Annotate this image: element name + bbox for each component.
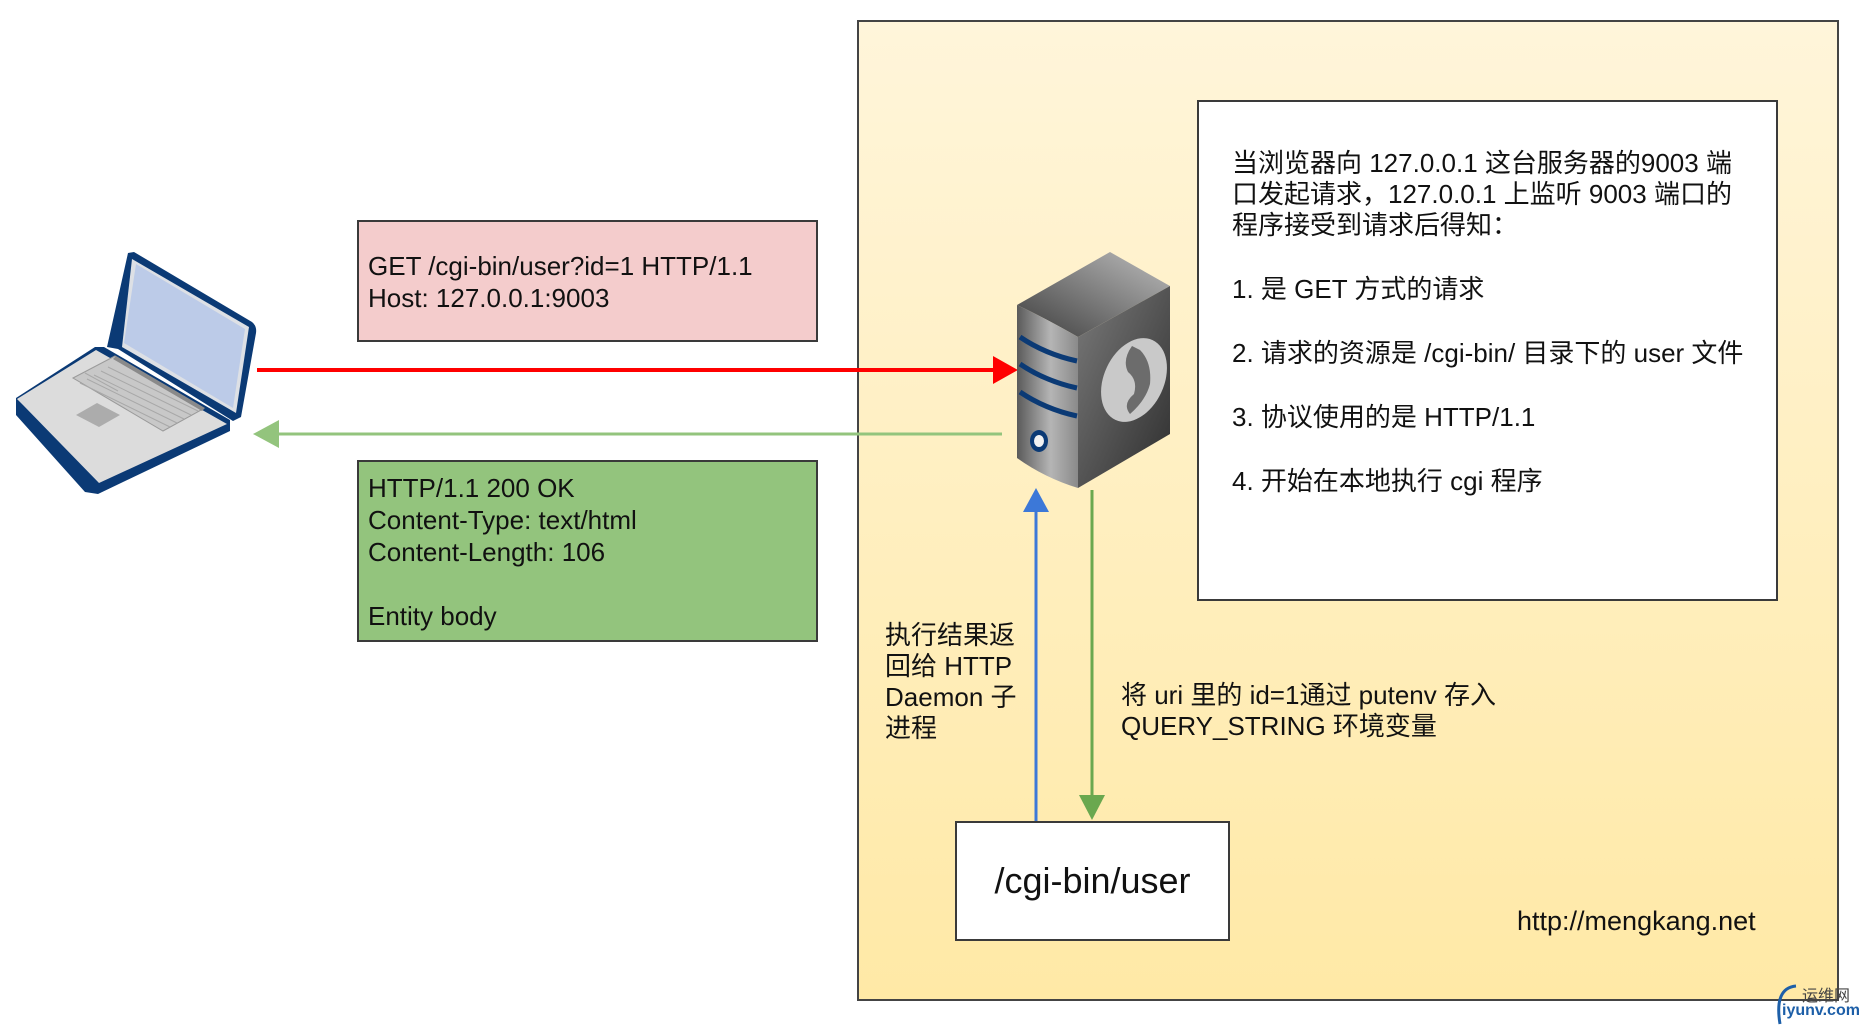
author-url[interactable]: http://mengkang.net: [1517, 906, 1756, 936]
info-item: 1. 是 GET 方式的请求: [1232, 274, 1485, 304]
return-result-arrow: [1023, 488, 1049, 821]
cgi-program-box: /cgi-bin/user: [955, 821, 1230, 941]
server-icon: [1017, 252, 1170, 488]
laptop-icon: [16, 252, 257, 494]
return-result-label: 执行结果返回给 HTTP Daemon 子进程: [885, 620, 1017, 743]
response-arrow: [253, 420, 1002, 448]
info-item: 4. 开始在本地执行 cgi 程序: [1232, 466, 1543, 496]
request-host-header: Host: 127.0.0.1:9003: [368, 283, 610, 313]
cgi-program-label: /cgi-bin/user: [994, 860, 1191, 901]
request-line: GET /cgi-bin/user?id=1 HTTP/1.1: [368, 251, 753, 281]
response-content-type: Content-Type: text/html: [368, 505, 637, 535]
request-arrow: [257, 356, 1018, 384]
watermark-cn: 运维网: [1802, 988, 1851, 1005]
putenv-arrow: [1079, 490, 1105, 820]
watermark-en: iyunv.com: [1782, 1002, 1860, 1019]
response-status-line: HTTP/1.1 200 OK: [368, 473, 575, 503]
response-blank-line: [368, 568, 816, 600]
info-item: 2. 请求的资源是 /cgi-bin/ 目录下的 user 文件: [1232, 338, 1744, 368]
watermark-logo-icon: [1777, 984, 1797, 1025]
response-content-length: Content-Length: 106: [368, 537, 606, 567]
request-message-box: GET /cgi-bin/user?id=1 HTTP/1.1 Host: 12…: [357, 220, 818, 342]
server-info-box: 当浏览器向 127.0.0.1 这台服务器的9003 端口发起请求，127.0.…: [1197, 100, 1778, 601]
watermark: 运维网 iyunv.com: [1768, 980, 1862, 1026]
putenv-label: 将 uri 里的 id=1通过 putenv 存入 QUERY_STRING 环…: [1121, 680, 1496, 741]
response-entity-body: Entity body: [368, 601, 497, 631]
response-message-box: HTTP/1.1 200 OK Content-Type: text/html …: [357, 460, 818, 642]
info-intro: 当浏览器向 127.0.0.1 这台服务器的9003 端口发起请求，127.0.…: [1232, 148, 1732, 240]
info-item: 3. 协议使用的是 HTTP/1.1: [1232, 402, 1536, 432]
